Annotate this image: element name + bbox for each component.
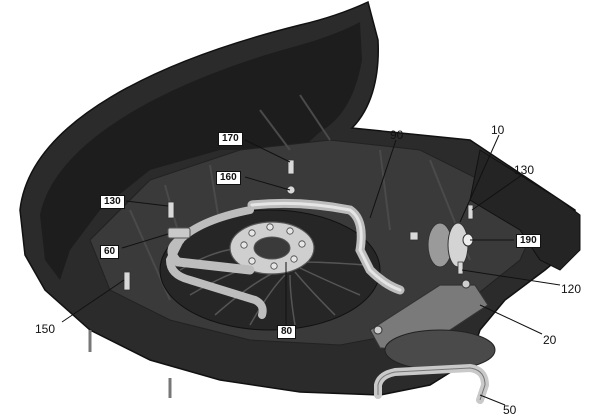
cover-hole-2 (461, 279, 471, 289)
side-housing (469, 149, 581, 271)
callout-80: 80 (277, 325, 297, 339)
callout-130-left: 130 (100, 195, 125, 209)
tube-90-highlight (250, 201, 402, 292)
callout-20: 20 (543, 333, 557, 347)
cover-hole-1 (373, 325, 383, 335)
bracket-60 (167, 227, 191, 239)
callout-90: 90 (390, 128, 404, 142)
callout-160: 160 (216, 171, 241, 185)
callout-150: 150 (35, 322, 56, 336)
callout-50: 50 (503, 403, 517, 417)
deck-rim (40, 22, 362, 280)
callout-60: 60 (100, 245, 120, 259)
feet (88, 330, 172, 398)
lower-drum (384, 329, 496, 371)
fan-blades (179, 246, 366, 326)
leader-lines (61, 134, 561, 406)
callout-10: 10 (491, 123, 505, 137)
tube-left (165, 206, 267, 319)
callout-190: 190 (516, 234, 541, 248)
cover-plate-20 (369, 284, 489, 351)
hub-bolts (240, 223, 306, 270)
pipe-50-edge (377, 367, 486, 401)
callout-170: 170 (218, 132, 243, 146)
screws (123, 159, 474, 291)
callout-120: 120 (561, 282, 582, 296)
hub-inner (253, 236, 291, 260)
callout-130-right: 130 (514, 163, 535, 177)
